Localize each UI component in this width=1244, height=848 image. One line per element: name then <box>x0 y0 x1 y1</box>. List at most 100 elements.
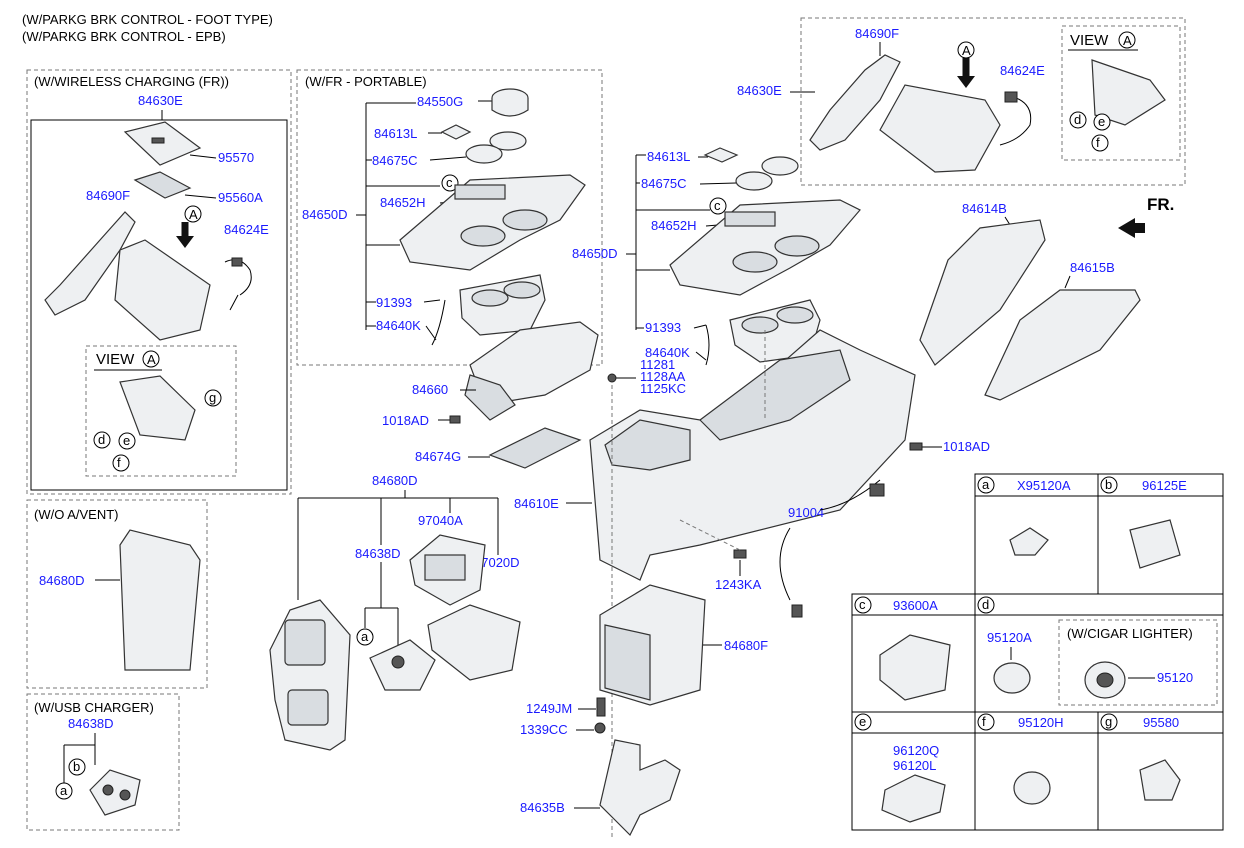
callout-f: f <box>117 455 121 470</box>
part-label: 84638D <box>68 716 114 731</box>
part-label: 95570 <box>218 150 254 165</box>
usb-box <box>26 693 180 831</box>
part-label: 84652H <box>651 218 697 233</box>
part-label: 84640K <box>645 345 690 360</box>
part-label: 1249JM <box>526 701 572 716</box>
part-label: 84675C <box>641 176 687 191</box>
part-label: 84613L <box>647 149 690 164</box>
side-trim-shape <box>44 211 136 316</box>
callout-g: g <box>209 390 216 405</box>
table-letter-e: e <box>859 714 866 729</box>
callout-a: a <box>361 629 369 644</box>
callout-e: e <box>1098 114 1105 129</box>
no-vent-panel-shape <box>119 529 201 671</box>
side-panel-right-shape <box>984 289 1141 401</box>
bracket-shape <box>599 739 681 837</box>
part-label: 91393 <box>645 320 681 335</box>
wireless-box-title: (W/WIRELESS CHARGING (FR)) <box>34 74 229 89</box>
part-label: 91393 <box>376 295 412 310</box>
part-label: 97040A <box>418 513 463 528</box>
callout-b: b <box>73 759 80 774</box>
usb-title: (W/USB CHARGER) <box>34 700 154 715</box>
part-label: 84674G <box>415 449 461 464</box>
part-label: 91004 <box>788 505 824 520</box>
cigar-title: (W/CIGAR LIGHTER) <box>1067 626 1193 641</box>
table-letter-f: f <box>982 714 986 729</box>
wireless-inner-box <box>30 119 288 491</box>
no-vent-title: (W/O A/VENT) <box>34 507 119 522</box>
lower-bin-shape <box>427 604 521 681</box>
part-label: 84680D <box>372 473 418 488</box>
fr-label: FR. <box>1147 195 1174 214</box>
view-a-box-right <box>1061 25 1181 161</box>
part-label: 95560A <box>218 190 263 205</box>
part-label: 1018AD <box>382 413 429 428</box>
header-line-1: (W/PARKG BRK CONTROL - FOOT TYPE) <box>22 12 273 27</box>
part-label: 84652H <box>380 195 426 210</box>
arrow-mark-left: A <box>189 207 198 222</box>
view-a-mark-left: A <box>147 352 156 367</box>
part-label: 84690F <box>86 188 130 203</box>
epb-side-trim-shape <box>809 54 901 151</box>
portable-box <box>296 69 603 366</box>
part-label: 84610E <box>514 496 559 511</box>
pad-module-shape <box>133 171 192 199</box>
epb-bracket-shape <box>879 84 1001 173</box>
callout-e: e <box>123 433 130 448</box>
part-label: 84690F <box>855 26 899 41</box>
part-label: 84650D <box>302 207 348 222</box>
view-a-circle-right <box>1118 31 1136 49</box>
armrest-pad-shape <box>488 427 582 469</box>
table-part-a: X95120A <box>1017 478 1071 493</box>
arrow-mark-right: A <box>962 43 971 58</box>
center-upper-shape <box>669 199 861 296</box>
table-part-e2: 96120L <box>893 758 936 773</box>
part-label: 84624E <box>224 222 269 237</box>
header-line-2: (W/PARKG BRK CONTROL - EPB) <box>22 29 226 44</box>
table-part-e: 96120Q <box>893 743 939 758</box>
table-letter-d: d <box>982 597 989 612</box>
part-label: 1128AA <box>640 369 686 384</box>
part-label: 84640K <box>376 318 421 333</box>
part-label: 84638D <box>355 546 401 561</box>
epb-box <box>800 17 1186 186</box>
part-label: 84614B <box>962 201 1007 216</box>
side-panel-left-shape <box>919 219 1046 366</box>
view-a-circle-left <box>142 350 160 368</box>
table-letter-a: a <box>982 477 990 492</box>
table-part-g: 95580 <box>1143 715 1179 730</box>
part-label: 1243KA <box>715 577 762 592</box>
part-label: 84680D <box>39 573 85 588</box>
table-part-d: 95120A <box>987 630 1032 645</box>
table-part-b: 96125E <box>1142 478 1187 493</box>
callout-c: c <box>714 198 721 213</box>
callout-d: d <box>98 432 105 447</box>
part-label: 1125KC <box>640 381 686 396</box>
part-label: 84550G <box>417 94 463 109</box>
callout-f: f <box>1096 135 1100 150</box>
part-label: 97020D <box>474 555 520 570</box>
table-part-f: 95120H <box>1018 715 1064 730</box>
table-letter-b: b <box>1105 477 1112 492</box>
callout-c: c <box>446 175 453 190</box>
part-label: 84615B <box>1070 260 1115 275</box>
portable-upper-shape <box>399 174 586 271</box>
view-a-mark-right: A <box>1123 33 1132 48</box>
part-label: 84650D <box>572 246 618 261</box>
part-label: 84630E <box>138 93 183 108</box>
table-part-d2: 95120 <box>1157 670 1193 685</box>
wireless-charging-box <box>26 69 292 495</box>
view-a-title-left: VIEW <box>96 351 135 368</box>
table-letter-c: c <box>859 597 866 612</box>
part-label: 84660 <box>412 382 448 397</box>
part-label: 84635B <box>520 800 565 815</box>
no-vent-box <box>26 499 208 689</box>
part-label: 84624E <box>1000 63 1045 78</box>
usb-module-shape <box>89 769 141 816</box>
part-label: 11281 <box>640 357 675 372</box>
view-a-title-right: VIEW <box>1070 32 1109 49</box>
forward-arrow-icon <box>1118 218 1145 238</box>
wireless-bracket-shape <box>114 239 211 341</box>
part-label: 84630E <box>737 83 782 98</box>
table-letter-g: g <box>1105 714 1112 729</box>
